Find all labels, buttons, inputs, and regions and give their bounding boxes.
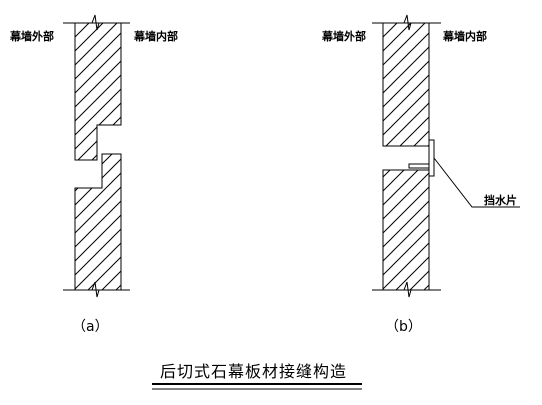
panel-b-callout-leader	[433, 157, 520, 208]
panel-b-upper-stone	[382, 22, 430, 147]
panel-b: 幕墙外部 幕墙内部 挡水片 （b）	[321, 14, 520, 335]
panel-a-lower-stone	[74, 153, 122, 291]
panel-a-caption: （a）	[72, 319, 109, 335]
diagram-title: 后切式石幕板材接缝构造	[160, 362, 347, 381]
panel-a-upper-stone	[74, 22, 122, 161]
panel-a-inner-label: 幕墙内部	[133, 29, 178, 43]
panel-b-lower-stone	[382, 169, 430, 291]
panel-a: 幕墙外部 幕墙内部 （a）	[9, 14, 178, 335]
panel-b-bottom-break-line	[372, 281, 441, 298]
panel-a-outer-label: 幕墙外部	[9, 29, 54, 43]
panel-b-inner-label: 幕墙内部	[442, 29, 487, 43]
panel-b-callout-label: 挡水片	[484, 193, 517, 207]
panel-a-bottom-break-line	[63, 281, 130, 298]
panel-b-outer-label: 幕墙外部	[321, 29, 366, 43]
panel-b-caption: （b）	[385, 319, 422, 335]
